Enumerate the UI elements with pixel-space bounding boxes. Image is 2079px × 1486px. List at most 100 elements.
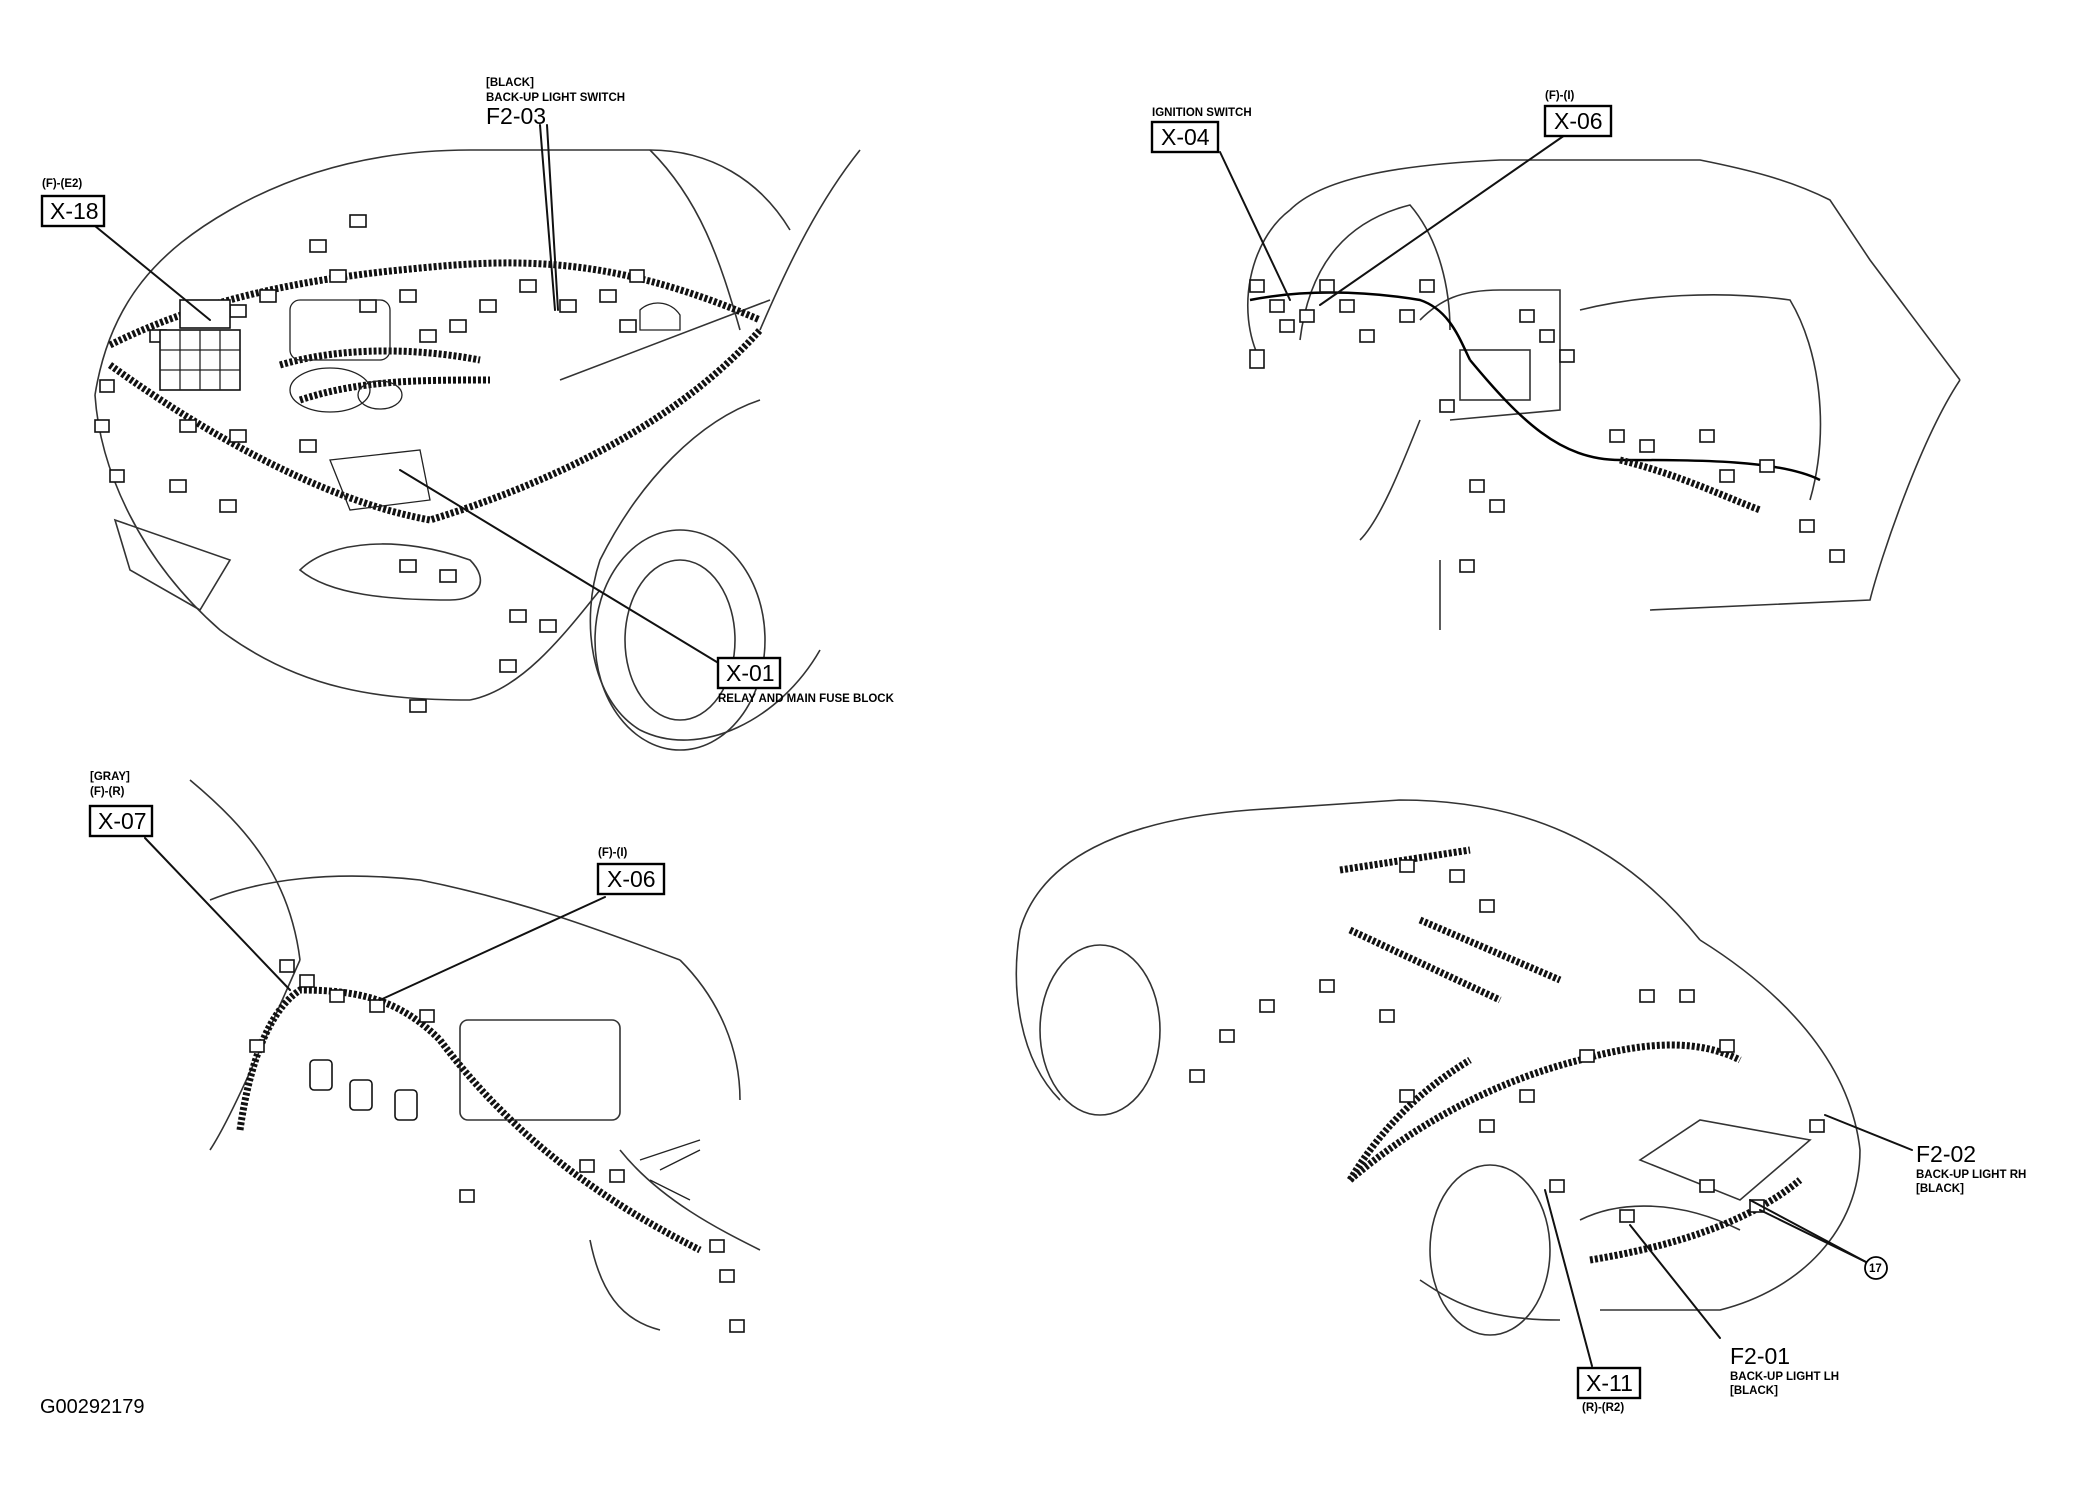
audio-unit: [1459, 349, 1531, 401]
left-front-wheel: [1039, 944, 1161, 1116]
pedal-2: [349, 1079, 373, 1111]
callout-x11: X-11 (R)-(R2): [1576, 1366, 1642, 1414]
roof-outline: [1019, 799, 1701, 941]
dash-top-outline: [1289, 159, 1961, 381]
center-console: [1419, 289, 1561, 421]
front-wheel-rim: [624, 559, 736, 721]
x18-box: [40, 194, 106, 228]
x18-leader: [94, 225, 211, 321]
vent-grid: [639, 1139, 701, 1201]
tail-panel: [1579, 1205, 1741, 1231]
floor-harness-a: [1348, 926, 1502, 1004]
f203-leader-a: [539, 124, 556, 311]
fog-lamp: [113, 518, 232, 612]
fuse-panel: [459, 1019, 621, 1121]
hood-outline: [94, 149, 791, 396]
dash-lower-edge: [209, 875, 681, 961]
x04-code: X-04: [1161, 124, 1210, 150]
x11-code: X-11: [1586, 1370, 1633, 1396]
a-pillar: [759, 149, 861, 331]
f203-leader-b: [546, 124, 559, 311]
rear-harness-bumper: [1589, 1177, 1803, 1264]
x01-box: [716, 656, 782, 690]
dash-harness-tube: [1619, 456, 1762, 514]
lower-edge: [589, 1239, 661, 1331]
callout-x06-footwell: (F)-(I) X-06: [596, 847, 666, 896]
callout-x07: [GRAY] (F)-(R) X-07: [88, 771, 154, 838]
dash-harness-left: [1249, 291, 1472, 361]
x04-leader: [1219, 151, 1291, 301]
x06b-code: X-06: [607, 866, 656, 892]
figure-id: G00292179: [40, 1396, 145, 1418]
fuse-block: [159, 299, 241, 391]
f202-leader: [1824, 1114, 1913, 1151]
x06b-position-note: (F)-(I): [598, 847, 628, 859]
headlamp: [298, 543, 482, 601]
f202-code: F2-02: [1916, 1141, 1976, 1167]
engine-bay-view: [94, 124, 861, 751]
dash-right-outline: [1649, 379, 1961, 611]
x06a-leader: [1319, 134, 1566, 306]
x18-position-note: (F)-(E2): [42, 178, 82, 190]
callout-17-label: 17: [1869, 1263, 1882, 1275]
callout-17: 17: [1864, 1256, 1888, 1280]
x01-code: X-01: [726, 660, 775, 686]
x07-box: [88, 804, 154, 838]
floor-harness-b: [1418, 916, 1562, 984]
pedal-1: [309, 1059, 333, 1091]
x06a-code: X-06: [1554, 108, 1603, 134]
floor-line: [619, 1149, 761, 1251]
callout-f203: [BLACK] BACK-UP LIGHT SWITCH F2-03: [486, 77, 625, 129]
x11-box: [1576, 1366, 1642, 1400]
rear-harness-main: [1347, 1041, 1742, 1183]
footwell-view: [144, 779, 761, 1333]
f202-description: BACK-UP LIGHT RH: [1916, 1169, 2026, 1181]
x11-leader: [1544, 1189, 1593, 1367]
x07-position-note: (F)-(R): [90, 786, 125, 798]
x04-box: [1150, 120, 1220, 154]
f201-color-note: [BLACK]: [1730, 1385, 1778, 1397]
dashboard-view: [1219, 134, 1961, 630]
rear-connectors: [1189, 859, 1825, 1223]
left-rear-wheel: [1429, 1164, 1551, 1336]
rear-harness-cabin: [1346, 1056, 1472, 1182]
front-wheel: [594, 529, 766, 751]
wheel-arch: [589, 399, 821, 741]
footwell-harness: [236, 986, 702, 1254]
dash-connectors: [1249, 279, 1845, 573]
front-lower-edge: [469, 589, 601, 701]
x06a-box: [1543, 104, 1613, 138]
trunk-lid: [1638, 1119, 1812, 1201]
x11-position-note: (R)-(R2): [1582, 1402, 1624, 1414]
rear-bumper-edge: [1419, 1279, 1561, 1321]
callout-x01: X-01 RELAY AND MAIN FUSE BLOCK: [716, 656, 895, 705]
x01-leader: [399, 469, 731, 671]
x07-color-note: [GRAY]: [90, 771, 130, 783]
x07-code: X-07: [98, 808, 147, 834]
f203-color-note: [BLACK]: [486, 77, 534, 89]
rear-quarter: [1600, 939, 1861, 1311]
f202-color-note: [BLACK]: [1916, 1183, 1964, 1195]
windshield-edge: [649, 149, 741, 331]
cowl-line: [559, 299, 771, 381]
callout-f201: F2-01 BACK-UP LIGHT LH [BLACK]: [1730, 1343, 1839, 1397]
steering-column: [1359, 419, 1421, 541]
f201-description: BACK-UP LIGHT LH: [1730, 1371, 1839, 1383]
a-pillar-lower: [189, 779, 301, 961]
x18-code: X-18: [50, 198, 99, 224]
x06b-leader: [379, 896, 606, 1001]
instrument-cluster: [1299, 204, 1451, 341]
engine-harness-2: [298, 376, 491, 404]
bumper-outline: [94, 394, 471, 701]
f201-code: F2-01: [1730, 1343, 1790, 1369]
callout-f202: F2-02 BACK-UP LIGHT RH [BLACK]: [1916, 1141, 2026, 1195]
circ17-leader-b: [1759, 1209, 1867, 1263]
footwell-connectors: [249, 959, 745, 1333]
dash-left-outline: [1247, 209, 1291, 361]
callout-17-circle: [1864, 1256, 1888, 1280]
f201-leader: [1629, 1224, 1721, 1339]
x01-description: RELAY AND MAIN FUSE BLOCK: [718, 693, 895, 705]
f203-code: F2-03: [486, 103, 546, 129]
